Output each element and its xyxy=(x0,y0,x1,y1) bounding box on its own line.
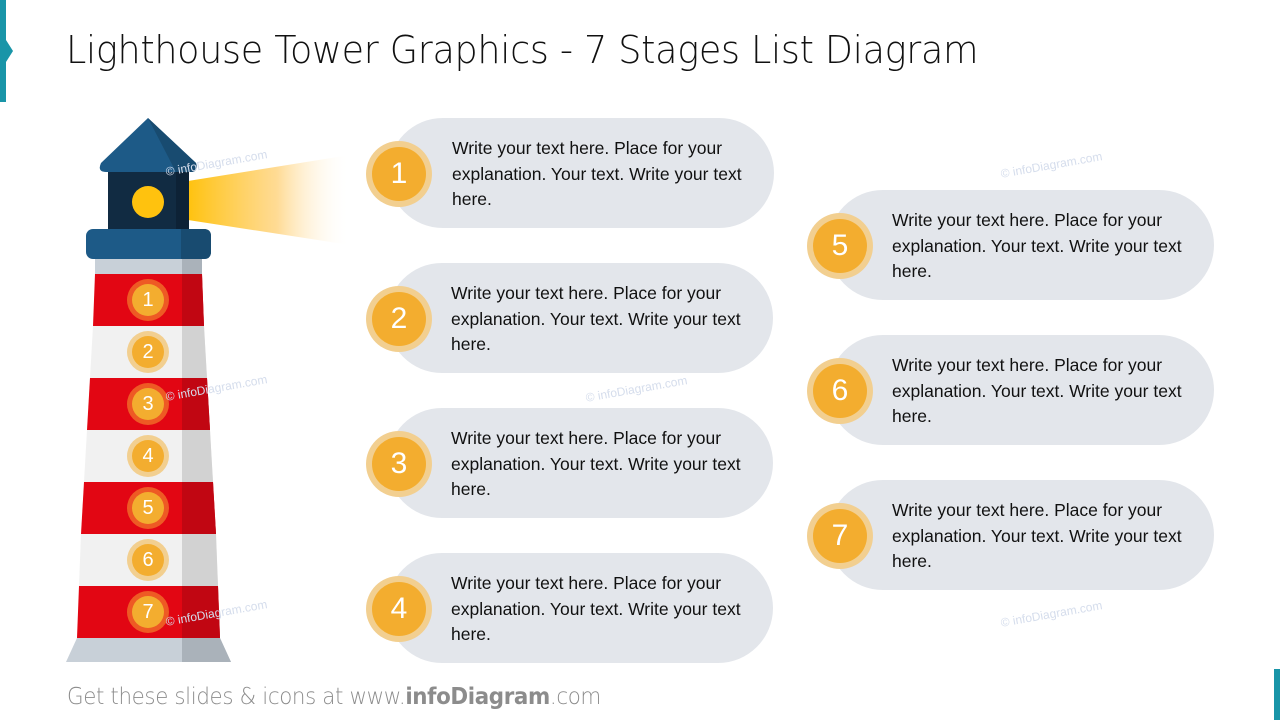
stage-card-5: Write your text here. Place for your exp… xyxy=(828,190,1214,300)
accent-bar-right xyxy=(1274,669,1280,720)
stage-badge-5: 5 xyxy=(807,213,873,279)
stage-text[interactable]: Write your text here. Place for your exp… xyxy=(451,428,741,499)
lighthouse-icon xyxy=(66,118,350,662)
stage-card-7: Write your text here. Place for your exp… xyxy=(828,480,1214,590)
tower-marker-3: 3 xyxy=(127,383,169,425)
stage-card-3: Write your text here. Place for your exp… xyxy=(387,408,773,518)
stage-badge-3: 3 xyxy=(366,431,432,497)
stage-badge-7: 7 xyxy=(807,503,873,569)
stage-card-1: Write your text here. Place for your exp… xyxy=(388,118,774,228)
lantern-light xyxy=(132,186,164,218)
stage-text[interactable]: Write your text here. Place for your exp… xyxy=(451,283,741,354)
watermark: © infoDiagram.com xyxy=(999,149,1104,181)
tower-marker-2: 2 xyxy=(127,331,169,373)
stage-badge-6: 6 xyxy=(807,358,873,424)
accent-bar-left xyxy=(0,0,6,102)
tower-marker-4: 4 xyxy=(127,435,169,477)
tower-marker-1: 1 xyxy=(127,279,169,321)
stage-card-2: Write your text here. Place for your exp… xyxy=(387,263,773,373)
stage-badge-4: 4 xyxy=(366,576,432,642)
stage-card-4: Write your text here. Place for your exp… xyxy=(387,553,773,663)
stage-badge-2: 2 xyxy=(366,286,432,352)
stage-text[interactable]: Write your text here. Place for your exp… xyxy=(892,210,1182,281)
stage-badge-1: 1 xyxy=(366,141,432,207)
stage-text[interactable]: Write your text here. Place for your exp… xyxy=(892,500,1182,571)
stage-text[interactable]: Write your text here. Place for your exp… xyxy=(451,573,741,644)
stage-text[interactable]: Write your text here. Place for your exp… xyxy=(452,138,742,209)
stage-card-6: Write your text here. Place for your exp… xyxy=(828,335,1214,445)
accent-notch xyxy=(6,40,13,62)
watermark: © infoDiagram.com xyxy=(584,373,689,405)
light-beam xyxy=(188,155,350,245)
stage-text[interactable]: Write your text here. Place for your exp… xyxy=(892,355,1182,426)
slide-title: Lighthouse Tower Graphics - 7 Stages Lis… xyxy=(66,28,979,72)
tower-marker-5: 5 xyxy=(127,487,169,529)
watermark: © infoDiagram.com xyxy=(999,598,1104,630)
tower-marker-6: 6 xyxy=(127,539,169,581)
footer-link[interactable]: Get these slides & icons at www.infoDiag… xyxy=(67,684,601,710)
footer-brand: infoDiagram xyxy=(405,684,550,710)
tower-marker-7: 7 xyxy=(127,591,169,633)
